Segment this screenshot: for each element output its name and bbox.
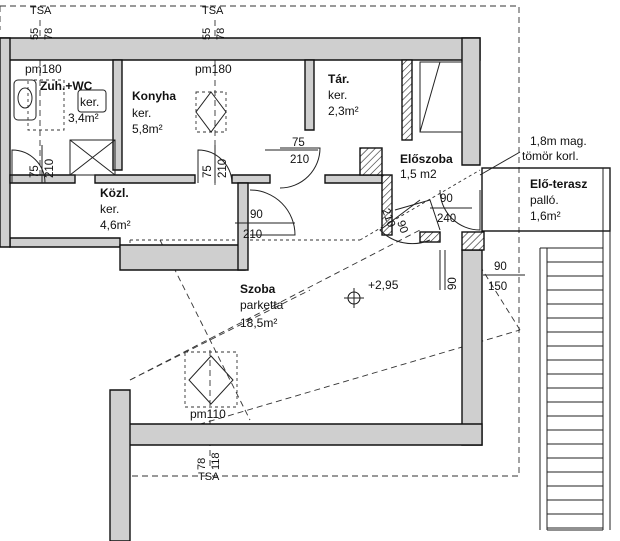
svg-text:Közl.: Közl. — [100, 186, 129, 200]
svg-text:pm180: pm180 — [25, 62, 62, 76]
svg-text:Konyha: Konyha — [132, 89, 176, 103]
door-dim-szoba: 90 210 — [235, 209, 295, 241]
svg-text:90: 90 — [494, 261, 507, 273]
svg-text:pm110: pm110 — [190, 407, 226, 421]
svg-text:78: 78 — [196, 458, 208, 470]
svg-text:Tár.: Tár. — [328, 72, 349, 86]
section-tag-bottom: 78 118 TSA — [196, 452, 222, 483]
svg-text:2,3m²: 2,3m² — [328, 104, 359, 118]
svg-text:75: 75 — [29, 165, 41, 178]
bathroom-fixtures — [13, 79, 116, 176]
svg-text:240: 240 — [437, 213, 456, 225]
svg-text:210: 210 — [290, 154, 309, 166]
svg-text:+2,95: +2,95 — [368, 278, 399, 292]
walls — [0, 37, 485, 541]
svg-text:Szoba: Szoba — [240, 282, 276, 296]
svg-text:Zuh.+WC: Zuh.+WC — [40, 79, 93, 93]
svg-text:Elő-terasz: Elő-terasz — [530, 177, 587, 191]
room-tar: Tár. ker. 2,3m² — [328, 72, 359, 118]
svg-text:150: 150 — [488, 281, 507, 293]
svg-text:Előszoba: Előszoba — [400, 152, 453, 166]
svg-text:90: 90 — [440, 193, 453, 205]
door-dim-tar: 75 210 — [265, 137, 318, 166]
room-szoba: Szoba parketta 18,5m² +2,95 pm110 — [190, 278, 399, 421]
svg-text:18,5m²: 18,5m² — [240, 316, 277, 330]
door-dim-zuh: 75 210 — [29, 145, 56, 183]
svg-text:78: 78 — [43, 28, 55, 40]
svg-text:90: 90 — [447, 277, 459, 290]
room-zuh-wc: pm180 Zuh.+WC ker. 3,4m² — [25, 62, 99, 125]
svg-text:palló.: palló. — [530, 193, 559, 207]
svg-text:ker.: ker. — [328, 88, 347, 102]
railing-note: 1,8m mag. tömör korl. — [479, 134, 587, 176]
terrace — [481, 167, 611, 531]
svg-text:ker.: ker. — [132, 106, 151, 120]
svg-text:90: 90 — [394, 219, 410, 235]
svg-text:1,8m mag.: 1,8m mag. — [530, 134, 587, 148]
section-lines — [39, 20, 216, 470]
window-dim: 90 90 150 — [447, 261, 525, 293]
svg-text:tömör korl.: tömör korl. — [522, 149, 579, 163]
svg-text:ker.: ker. — [80, 95, 99, 109]
svg-text:75: 75 — [202, 165, 214, 178]
svg-text:4,6m²: 4,6m² — [100, 218, 131, 232]
room-eloterasz: Elő-terasz palló. 1,6m² — [530, 177, 587, 223]
svg-text:78: 78 — [215, 28, 227, 40]
svg-text:TSA: TSA — [30, 5, 52, 17]
svg-text:pm180: pm180 — [195, 62, 232, 76]
svg-text:1,6m²: 1,6m² — [530, 209, 561, 223]
section-tag-top-mid: TSA 55 78 — [201, 5, 227, 40]
section-tag-top-left: TSA 55 78 — [29, 5, 55, 40]
room-konyha: Konyha ker. 5,8m² pm180 — [132, 62, 232, 136]
door-dim-konyha: 75 210 — [202, 145, 229, 183]
svg-text:55: 55 — [29, 28, 41, 40]
room-eloszoba: Előszoba 1,5 m2 — [400, 152, 453, 181]
svg-text:210: 210 — [243, 229, 262, 241]
svg-text:210: 210 — [44, 159, 56, 178]
svg-text:ker.: ker. — [100, 202, 119, 216]
svg-text:parketta: parketta — [240, 298, 284, 312]
stair-treads — [547, 261, 603, 529]
svg-text:1,5 m2: 1,5 m2 — [400, 167, 437, 181]
level-marker — [344, 288, 364, 308]
svg-text:3,4m²: 3,4m² — [68, 111, 99, 125]
svg-text:55: 55 — [201, 28, 213, 40]
svg-text:5,8m²: 5,8m² — [132, 122, 163, 136]
svg-text:90: 90 — [250, 209, 263, 221]
door-swings — [11, 147, 481, 290]
svg-text:210: 210 — [217, 159, 229, 178]
door-dim-entrance: 90 240 — [430, 193, 472, 225]
svg-text:TSA: TSA — [198, 471, 220, 483]
svg-text:118: 118 — [210, 452, 222, 470]
skylights — [184, 91, 238, 408]
svg-text:75: 75 — [292, 137, 305, 149]
room-kozl: Közl. ker. 4,6m² — [100, 186, 131, 232]
tar-storage — [419, 61, 463, 133]
svg-text:TSA: TSA — [202, 5, 224, 17]
